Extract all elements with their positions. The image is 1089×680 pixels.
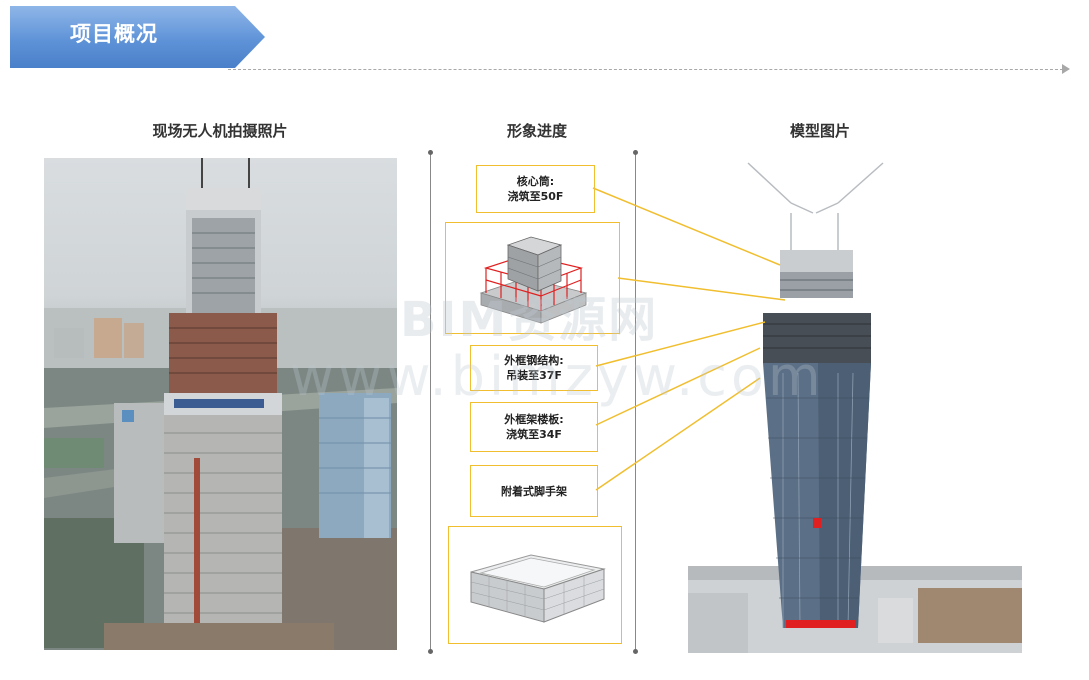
divider-right — [633, 150, 638, 654]
photo-column-title: 现场无人机拍摄照片 — [152, 122, 288, 140]
drone-photo — [44, 158, 397, 650]
tower-model-image — [688, 158, 1022, 653]
scaffold-callout: 附着式脚手架 — [470, 465, 598, 517]
model-column-title: 模型图片 — [789, 122, 850, 140]
header-ribbon — [10, 6, 265, 68]
core-tube-callout: 核心筒: 浇筑至50F — [476, 165, 595, 213]
watermark-brand: BIM资源网 — [400, 292, 659, 348]
header-arrow-icon — [1062, 64, 1070, 74]
outer-steel-callout: 外框钢结构: 吊装至37F — [470, 345, 598, 391]
core-tube-model-image — [445, 222, 620, 334]
outer-floor-label: 外框架楼板: — [504, 413, 564, 426]
progress-column-title: 形象进度 — [506, 122, 567, 140]
watermark-url: www.bimzyw.com — [290, 345, 825, 408]
outer-steel-label: 外框钢结构: — [504, 354, 564, 367]
outer-floor-value: 浇筑至34F — [506, 428, 562, 441]
page-title: 项目概况 — [70, 22, 158, 46]
scaffold-label: 附着式脚手架 — [501, 484, 567, 498]
core-tube-value: 浇筑至50F — [507, 190, 564, 203]
header-divider — [228, 69, 1068, 70]
scaffold-model-image — [448, 526, 622, 644]
outer-steel-value: 吊装至37F — [506, 369, 562, 382]
divider-left — [428, 150, 433, 654]
core-tube-label: 核心筒: — [516, 175, 555, 188]
outer-floor-callout: 外框架楼板: 浇筑至34F — [470, 402, 598, 452]
